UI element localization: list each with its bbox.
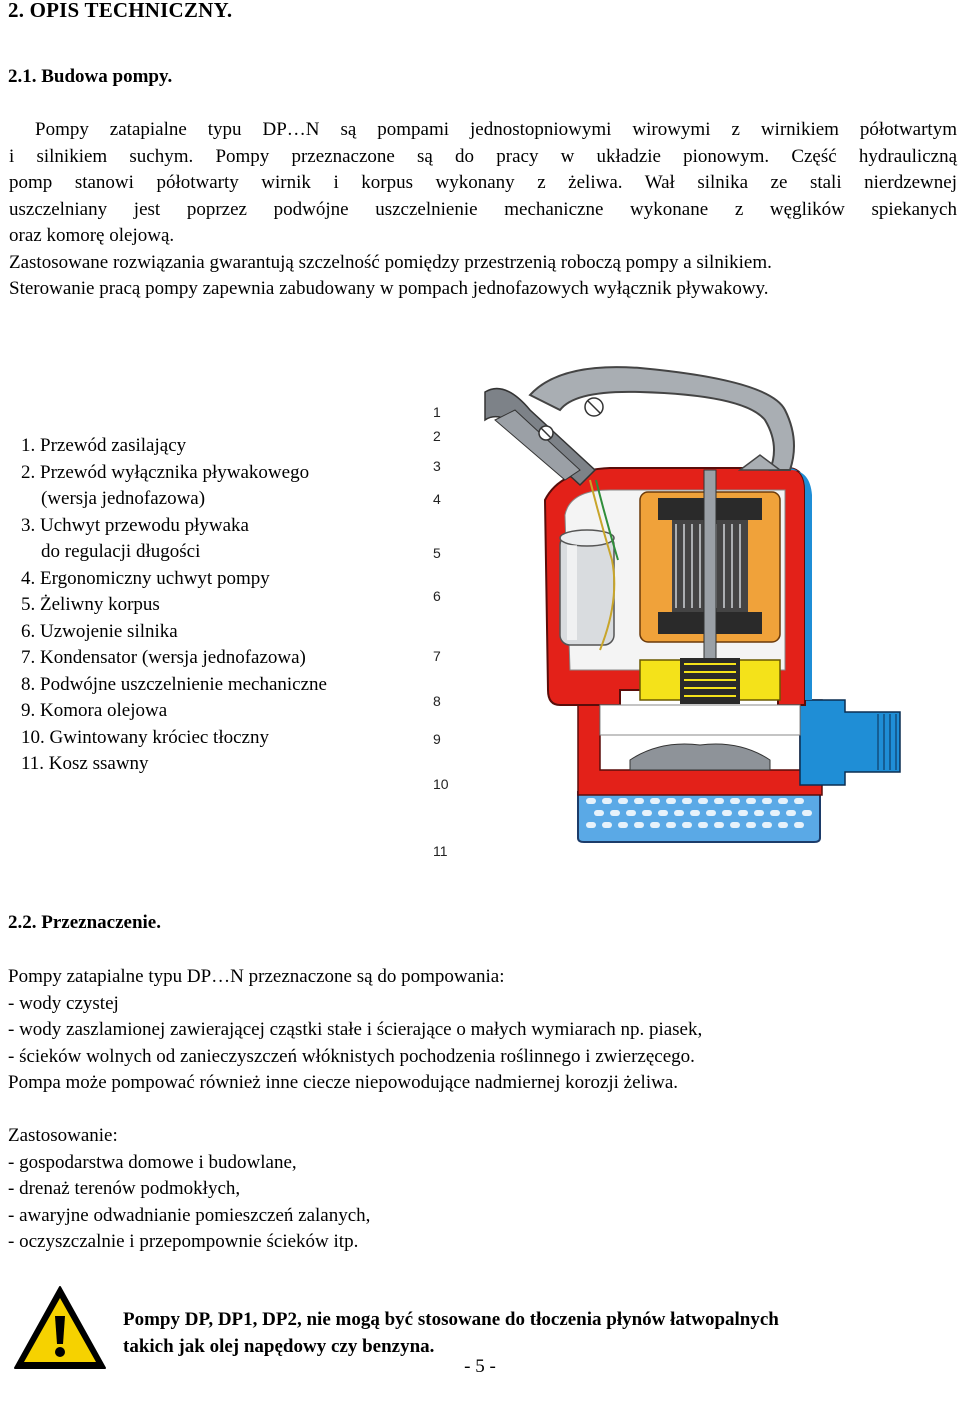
parts-legend: 1. Przewód zasilający 2. Przewód wyłączn… bbox=[21, 433, 327, 778]
callout-number: 5 bbox=[433, 545, 441, 561]
capacitor-icon bbox=[559, 529, 615, 646]
usage-item: - gospodarstwa domowe i budowlane, bbox=[8, 1151, 297, 1173]
callout-number: 11 bbox=[433, 843, 448, 859]
mechanical-seal-icon bbox=[639, 658, 781, 704]
purpose-item: - wody zaszlamionej zawierającej cząstki… bbox=[8, 1019, 703, 1040]
outer-shell-edge bbox=[790, 468, 812, 700]
usage-title: Zastosowanie: bbox=[8, 1125, 118, 1146]
warning-triangle-icon bbox=[14, 1286, 106, 1369]
warning-line: takich jak olej napędowy czy benzyna. bbox=[123, 1336, 435, 1357]
discharge-port-icon bbox=[799, 699, 901, 786]
usage-item: - oczyszczalnie i przepompownie ścieków … bbox=[8, 1231, 359, 1252]
warning-message: Pompy DP, DP1, DP2, nie mogą być stosowa… bbox=[123, 1306, 943, 1360]
parts-legend-item: 6. Uzwojenie silnika bbox=[21, 620, 178, 642]
parts-legend-item: 7. Kondensator (wersja jednofazowa) bbox=[21, 647, 306, 668]
parts-legend-item: 5. Żeliwny korpus bbox=[21, 594, 160, 615]
callout-number: 1 bbox=[433, 404, 441, 420]
parts-legend-item: 2. Przewód wyłącznika pływakowego bbox=[21, 461, 310, 483]
ergonomic-handle-icon bbox=[528, 366, 795, 471]
parts-legend-item: 3. Uchwyt przewodu pływaka bbox=[21, 514, 249, 536]
parts-legend-item: 1. Przewód zasilający bbox=[21, 435, 187, 456]
callout-number: 3 bbox=[433, 458, 441, 474]
parts-legend-item: 4. Ergonomiczny uchwyt pompy bbox=[21, 567, 270, 589]
construction-description: Pompy zatapialne typu DP…N są pompami je… bbox=[9, 117, 957, 303]
description-line: pomp stanowi półotwarty wirnik i korpus … bbox=[9, 172, 957, 193]
callout-number: 2 bbox=[433, 428, 441, 444]
callout-number: 6 bbox=[433, 588, 441, 604]
purpose-section: Pompy zatapialne typu DP…N przeznaczone … bbox=[8, 964, 702, 1097]
page-number: - 5 - bbox=[464, 1356, 496, 1377]
parts-legend-item: 8. Podwójne uszczelnienie mechaniczne bbox=[21, 673, 327, 695]
usage-item: - drenaż terenów podmokłych, bbox=[8, 1178, 241, 1199]
purpose-item: - ścieków wolnych od zanieczyszczeń włók… bbox=[8, 1045, 695, 1067]
parts-legend-item: (wersja jednofazowa) bbox=[41, 488, 206, 509]
section-title: 2. OPIS TECHNICZNY. bbox=[8, 0, 233, 22]
purpose-intro: Pompy zatapialne typu DP…N przeznaczone … bbox=[8, 966, 505, 987]
callout-number: 9 bbox=[433, 731, 441, 747]
purpose-item: - wody czystej bbox=[8, 992, 119, 1014]
usage-item: - awaryjne odwadnianie pomieszczeń zalan… bbox=[8, 1204, 371, 1226]
description-line: oraz komorę olejową. bbox=[9, 225, 175, 246]
oil-chamber bbox=[599, 704, 801, 736]
purpose-note: Pompa może pompować również inne ciecze … bbox=[8, 1072, 679, 1093]
impeller-icon bbox=[629, 743, 771, 771]
description-line: Sterowanie pracą pompy zapewnia zabudowa… bbox=[9, 278, 769, 299]
callout-number: 8 bbox=[433, 693, 441, 709]
usage-section: Zastosowanie: - gospodarstwa domowe i bu… bbox=[8, 1123, 370, 1256]
warning-line: Pompy DP, DP1, DP2, nie mogą być stosowa… bbox=[123, 1309, 779, 1330]
parts-legend-item: 10. Gwintowany króciec tłoczny bbox=[21, 726, 269, 748]
description-line: Pompy zatapialne typu DP…N są pompami je… bbox=[35, 119, 957, 140]
subsection-title-purpose: 2.2. Przeznaczenie. bbox=[8, 912, 161, 933]
parts-legend-item: 11. Kosz ssawny bbox=[21, 753, 149, 774]
description-line: uszczelniany jest poprzez podwójne uszcz… bbox=[9, 198, 957, 220]
subsection-title-construction: 2.1. Budowa pompy. bbox=[8, 66, 173, 87]
callout-number: 10 bbox=[433, 776, 449, 792]
parts-legend-item: 9. Komora olejowa bbox=[21, 700, 168, 721]
float-cable-icon bbox=[494, 409, 581, 481]
pump-cross-section-diagram: 1 2 3 4 5 6 7 8 9 10 11 bbox=[433, 366, 901, 859]
strainer-basket-icon bbox=[577, 791, 821, 843]
parts-legend-item: do regulacji długości bbox=[41, 541, 201, 562]
motor-winding-icon bbox=[639, 469, 781, 701]
description-line: i silnikiem suchym. Pompy przeznaczone s… bbox=[9, 145, 957, 167]
description-line: Zastosowane rozwiązania gwarantują szcze… bbox=[9, 251, 772, 273]
float-cable-clamp-icon bbox=[538, 397, 604, 441]
callout-number: 4 bbox=[433, 491, 441, 507]
callout-number: 7 bbox=[433, 648, 441, 664]
